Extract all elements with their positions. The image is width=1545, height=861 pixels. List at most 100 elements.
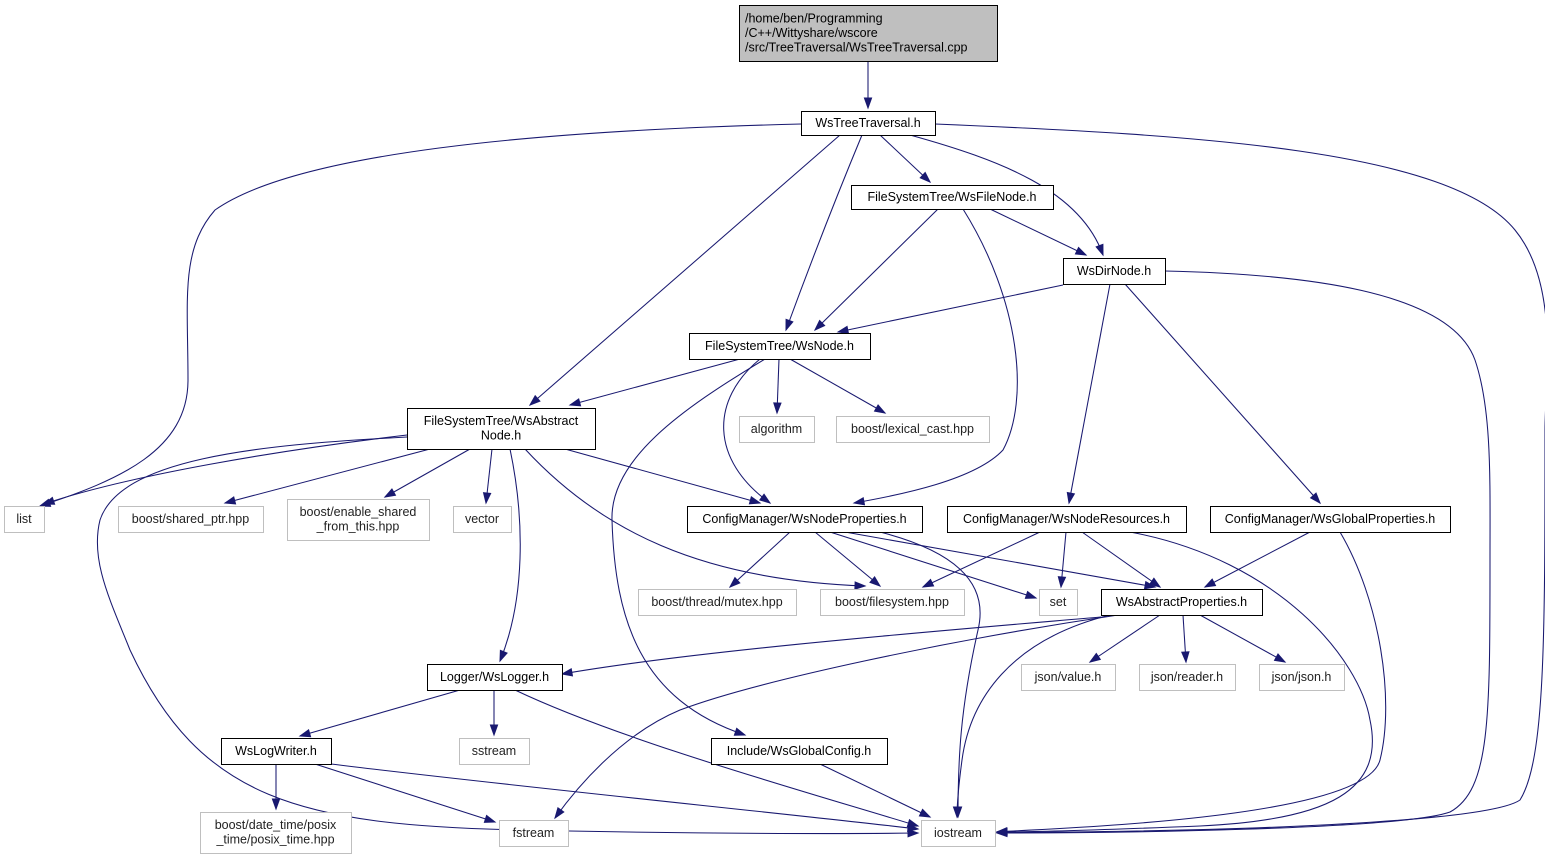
- node-label: ConfigManager/WsNodeProperties.h: [702, 512, 906, 526]
- node-logwriter[interactable]: WsLogWriter.h: [221, 738, 332, 765]
- edge-dirnode-to-globalproperties: [1124, 283, 1321, 505]
- edge-abstractproperties-to-iostream: [952, 614, 1111, 819]
- node-label: /home/ben/Programming: [745, 11, 883, 25]
- edge-treetraversal-to-filenode: [879, 134, 932, 184]
- edge-logwriter-to-fstream: [314, 763, 497, 823]
- node-treetraversal[interactable]: WsTreeTraversal.h: [801, 111, 936, 136]
- node-label: sstream: [472, 744, 516, 758]
- node-label: FileSystemTree/WsAbstract: [424, 414, 579, 428]
- edge-logger-to-logwriter: [298, 689, 461, 738]
- nodes-layer: /home/ben/Programming/C++/Wittyshare/wsc…: [4, 5, 1451, 854]
- edge-noderesources-to-filesystem: [921, 531, 1041, 588]
- edge-abstractnode-to-enable_shared: [383, 448, 471, 498]
- edge-abstractnode-to-filesystem: [524, 448, 867, 590]
- node-label: boost/date_time/posix: [215, 818, 337, 832]
- node-lexical_cast: boost/lexical_cast.hpp: [836, 416, 990, 443]
- edge-abstractproperties-to-json_json: [1199, 614, 1287, 663]
- node-noderesources[interactable]: ConfigManager/WsNodeResources.h: [947, 506, 1187, 533]
- edge-globalconfig-to-iostream: [819, 763, 932, 818]
- edge-abstractnode-to-iostream: [96, 436, 920, 838]
- node-label: /src/TreeTraversal/WsTreeTraversal.cpp: [745, 40, 968, 54]
- node-label: boost/lexical_cast.hpp: [851, 422, 974, 436]
- edge-nodeproperties-to-iostream: [879, 531, 981, 819]
- edge-globalproperties-to-iostream: [995, 531, 1387, 836]
- node-label: Include/WsGlobalConfig.h: [727, 744, 872, 758]
- edge-globalproperties-to-abstractproperties: [1203, 531, 1311, 588]
- edge-noderesources-to-abstractproperties: [1081, 531, 1162, 588]
- node-enable_shared: boost/enable_shared_from_this.hpp: [287, 499, 430, 541]
- edge-node-to-globalconfig: [611, 358, 766, 736]
- edge-dirnode-to-iostream: [995, 270, 1491, 838]
- edge-node-to-algorithm: [773, 358, 782, 415]
- edge-node-to-lexical_cast: [789, 358, 887, 414]
- edge-dirnode-to-node: [836, 284, 1064, 335]
- node-node[interactable]: FileSystemTree/WsNode.h: [689, 333, 871, 360]
- node-globalproperties[interactable]: ConfigManager/WsGlobalProperties.h: [1210, 506, 1451, 533]
- node-iostream: iostream: [921, 820, 996, 847]
- node-label: algorithm: [751, 422, 802, 436]
- node-abstractproperties[interactable]: WsAbstractProperties.h: [1101, 589, 1263, 616]
- node-shared_ptr: boost/shared_ptr.hpp: [118, 506, 264, 533]
- edge-abstractnode-to-list: [42, 434, 408, 505]
- node-dirnode[interactable]: WsDirNode.h: [1063, 258, 1166, 285]
- edge-treetraversal-to-abstractnode: [528, 134, 841, 406]
- node-label: boost/thread/mutex.hpp: [651, 595, 782, 609]
- edge-logwriter-to-iostream: [330, 763, 920, 833]
- node-json_value: json/value.h: [1021, 664, 1116, 691]
- edge-abstractproperties-to-json_value: [1088, 614, 1161, 663]
- node-logger[interactable]: Logger/WsLogger.h: [427, 664, 563, 691]
- edge-abstractnode-to-shared_ptr: [223, 448, 431, 505]
- node-label: vector: [465, 512, 499, 526]
- node-label: WsDirNode.h: [1077, 264, 1151, 278]
- edge-nodeproperties-to-filesystem: [814, 531, 882, 587]
- node-label: ConfigManager/WsGlobalProperties.h: [1225, 512, 1436, 526]
- node-label: set: [1050, 595, 1067, 609]
- edge-filenode-to-nodeproperties: [852, 208, 1018, 506]
- node-label: ConfigManager/WsNodeResources.h: [963, 512, 1170, 526]
- node-label: _from_this.hpp: [316, 520, 400, 534]
- node-label: iostream: [934, 826, 982, 840]
- node-label: _time/posix_time.hpp: [215, 833, 334, 847]
- node-label: Node.h: [481, 429, 521, 443]
- edge-noderesources-to-set: [1057, 531, 1067, 589]
- edge-root-to-treetraversal: [863, 61, 873, 110]
- node-mutex: boost/thread/mutex.hpp: [638, 589, 797, 616]
- edge-abstractproperties-to-logger: [560, 616, 1102, 677]
- node-filenode[interactable]: FileSystemTree/WsFileNode.h: [851, 185, 1054, 210]
- node-fstream: fstream: [499, 820, 569, 847]
- node-label: FileSystemTree/WsNode.h: [705, 339, 854, 353]
- node-label: json/json.h: [1271, 670, 1332, 684]
- edge-abstractnode-to-nodeproperties: [564, 448, 762, 505]
- node-label: json/value.h: [1034, 670, 1102, 684]
- edge-nodeproperties-to-abstractproperties: [844, 531, 1157, 590]
- edge-filenode-to-node: [813, 208, 939, 332]
- node-label: json/reader.h: [1150, 670, 1223, 684]
- edge-abstractnode-to-vector: [482, 448, 493, 505]
- node-list: list: [4, 506, 45, 533]
- node-json_reader: json/reader.h: [1139, 664, 1236, 691]
- edge-logwriter-to-posix_time: [271, 764, 281, 811]
- edge-abstractproperties-to-fstream: [554, 614, 1119, 820]
- node-label: WsAbstractProperties.h: [1116, 595, 1247, 609]
- edge-treetraversal-to-dirnode: [909, 134, 1104, 257]
- edge-treetraversal-to-node: [785, 134, 863, 332]
- node-globalconfig[interactable]: Include/WsGlobalConfig.h: [711, 738, 888, 765]
- node-label: WsTreeTraversal.h: [815, 116, 920, 130]
- node-label: boost/filesystem.hpp: [835, 595, 949, 609]
- node-label: boost/shared_ptr.hpp: [132, 512, 249, 526]
- node-set: set: [1039, 589, 1078, 616]
- edge-filenode-to-dirnode: [989, 208, 1088, 256]
- edge-dirnode-to-noderesources: [1066, 283, 1111, 505]
- edge-logger-to-sstream: [489, 690, 499, 737]
- node-posix_time: boost/date_time/posix_time/posix_time.hp…: [200, 812, 352, 854]
- node-nodeproperties[interactable]: ConfigManager/WsNodeProperties.h: [687, 506, 923, 533]
- edge-treetraversal-to-iostream: [934, 123, 1545, 837]
- node-label: fstream: [513, 826, 555, 840]
- node-label: list: [16, 512, 32, 526]
- node-label: FileSystemTree/WsFileNode.h: [867, 190, 1036, 204]
- node-json_json: json/json.h: [1259, 664, 1345, 691]
- node-root: /home/ben/Programming/C++/Wittyshare/wsc…: [739, 5, 998, 62]
- edge-nodeproperties-to-mutex: [728, 531, 791, 588]
